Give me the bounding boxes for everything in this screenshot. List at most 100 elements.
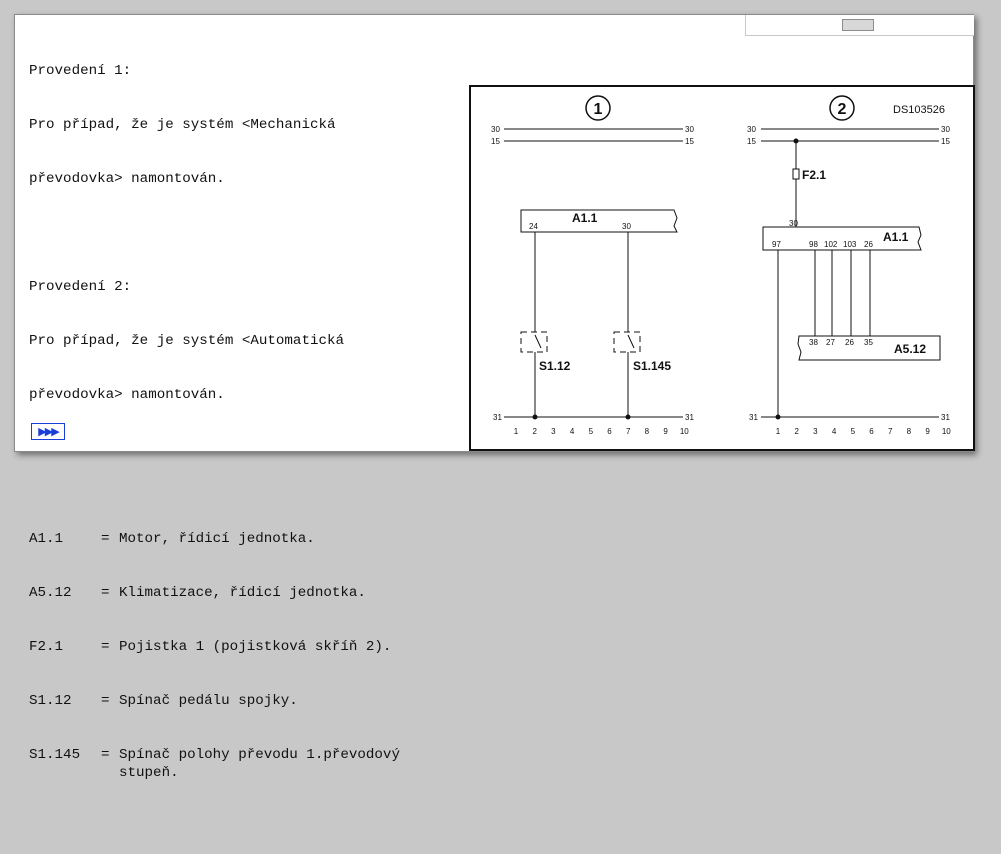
fuse-label: F2.1 xyxy=(802,168,826,182)
pin-label: 24 xyxy=(529,222,538,231)
grid-number: 6 xyxy=(869,427,874,436)
legend-desc: Pojistka 1 (pojistková skříň 2). xyxy=(119,639,392,655)
rail-label-15: 15 xyxy=(685,137,694,146)
grid-number: 7 xyxy=(626,427,631,436)
toolbar-button[interactable] xyxy=(842,19,874,31)
variant1-number: 1 xyxy=(594,101,603,118)
rail-label-15: 15 xyxy=(941,137,950,146)
ecu-a1-1-box-left xyxy=(520,209,678,233)
legend-list: A1.1 = Motor, řídicí jednotka. A5.12 = Klima… xyxy=(29,494,469,818)
variant1-circle xyxy=(585,95,611,121)
legend-eq: = xyxy=(101,693,110,709)
grid-number: 4 xyxy=(570,427,575,436)
grid-number: 9 xyxy=(663,427,668,436)
legend-item: A1.1 = Motor, řídicí jednotka. xyxy=(29,530,469,548)
pin-label: 98 xyxy=(809,240,818,249)
grid-number: 1 xyxy=(514,427,519,436)
pin-label: 30 xyxy=(622,222,631,231)
junction-dot xyxy=(625,414,631,420)
grid-number: 1 xyxy=(776,427,781,436)
grid-number: 5 xyxy=(851,427,856,436)
legend-code: S1.145 xyxy=(29,747,81,763)
rail-label-31: 31 xyxy=(941,413,950,422)
rail-label-30: 30 xyxy=(941,125,950,134)
junction-dot xyxy=(775,414,781,420)
legend-eq: = xyxy=(101,747,110,763)
grid-number: 6 xyxy=(607,427,612,436)
pin-label: 35 xyxy=(864,338,873,347)
rail-label-15: 15 xyxy=(491,137,500,146)
rail-label-31: 31 xyxy=(493,413,502,422)
junction-dot xyxy=(532,414,538,420)
variant2-line1: Pro případ, že je systém <Automatická xyxy=(29,333,345,349)
pin-label: 30 xyxy=(789,219,798,228)
variant1-line1: Pro případ, že je systém <Mechanická xyxy=(29,117,336,133)
variant2-line2: převodovka> namontován. xyxy=(29,387,225,403)
legend-item: S1.145 = Spínač polohy převodu 1.převodový… xyxy=(29,746,469,782)
description-text: Provedení 1: Pro případ, že je systém <M… xyxy=(29,26,469,854)
rail-label-15: 15 xyxy=(747,137,756,146)
legend-desc: Motor, řídicí jednotka. xyxy=(119,531,315,547)
pin-label: 26 xyxy=(864,240,873,249)
pin-label: 27 xyxy=(826,338,835,347)
variant2-title: Provedení 2: xyxy=(29,279,132,295)
legend-code: A5.12 xyxy=(29,585,72,601)
grid-number: 10 xyxy=(680,427,689,436)
grid-number: 9 xyxy=(925,427,930,436)
grid-numbers-right: 1 2 3 4 5 6 7 8 9 10 xyxy=(776,427,952,436)
variant2-circle xyxy=(829,95,855,121)
pin-label: 38 xyxy=(809,338,818,347)
rail-label-30: 30 xyxy=(491,125,500,134)
legend-eq: = xyxy=(101,531,110,547)
grid-number: 5 xyxy=(589,427,594,436)
switch-label-s1-145: S1.145 xyxy=(633,359,671,373)
variant1-title: Provedení 1: xyxy=(29,63,132,79)
switch-s1-145-contact xyxy=(627,334,635,349)
grid-number: 3 xyxy=(551,427,556,436)
grid-number: 3 xyxy=(813,427,818,436)
document-window: Provedení 1: Pro případ, že je systém <M… xyxy=(14,14,975,781)
ecu-label-right: A1.1 xyxy=(883,230,909,244)
legend-desc: Spínač polohy převodu 1.převodový stupeň… xyxy=(119,747,400,781)
legend-eq: = xyxy=(101,639,110,655)
rail-label-31: 31 xyxy=(749,413,758,422)
grid-number: 10 xyxy=(942,427,951,436)
toolbar-area xyxy=(745,15,974,36)
doc-id: DS103526 xyxy=(893,104,945,116)
ecu-a1-1-box-right xyxy=(762,226,922,251)
legend-item: F2.1=Pojistka 1 (pojistková skříň 2). xyxy=(29,638,469,656)
legend-code: S1.12 xyxy=(29,693,72,709)
fuse-f2-1-symbol xyxy=(792,168,800,180)
ecu-label-left: A1.1 xyxy=(572,211,598,225)
pin-label: 26 xyxy=(845,338,854,347)
legend-item: S1.12 = Spínač pedálu spojky. xyxy=(29,692,469,710)
switch-s1-12-frame xyxy=(520,331,548,353)
grid-number: 8 xyxy=(645,427,650,436)
grid-number: 4 xyxy=(832,427,837,436)
next-page-button[interactable]: ▶▶▶ xyxy=(31,423,65,440)
switch-label-s1-12: S1.12 xyxy=(539,359,571,373)
wiring-diagram: 1 2 DS103526 30 15 30 15 31 31 30 15 30 … xyxy=(469,85,975,451)
grid-number: 8 xyxy=(907,427,912,436)
legend-desc: Klimatizace, řídicí jednotka. xyxy=(119,585,366,601)
legend-code: A1.1 xyxy=(29,531,64,547)
ac-unit-a5-12-box xyxy=(797,335,941,361)
pin-label: 102 xyxy=(824,240,838,249)
grid-number: 2 xyxy=(794,427,799,436)
grid-number: 2 xyxy=(532,427,537,436)
variant2-number: 2 xyxy=(838,101,847,118)
switch-s1-12-contact xyxy=(534,334,542,349)
rail-label-30: 30 xyxy=(685,125,694,134)
grid-number: 7 xyxy=(888,427,893,436)
grid-numbers-left: 1 2 3 4 5 6 7 8 9 10 xyxy=(514,427,690,436)
variant1-line2: převodovka> namontován. xyxy=(29,171,225,187)
switch-s1-145-frame xyxy=(613,331,641,353)
legend-item: A5.12 = Klimatizace, řídicí jednotka. xyxy=(29,584,469,602)
pin-label: 97 xyxy=(772,240,781,249)
rail-label-31: 31 xyxy=(685,413,694,422)
rail-label-30: 30 xyxy=(747,125,756,134)
legend-eq: = xyxy=(101,585,110,601)
ac-unit-label: A5.12 xyxy=(894,342,926,356)
pin-label: 103 xyxy=(843,240,857,249)
legend-desc: Spínač pedálu spojky. xyxy=(119,693,298,709)
